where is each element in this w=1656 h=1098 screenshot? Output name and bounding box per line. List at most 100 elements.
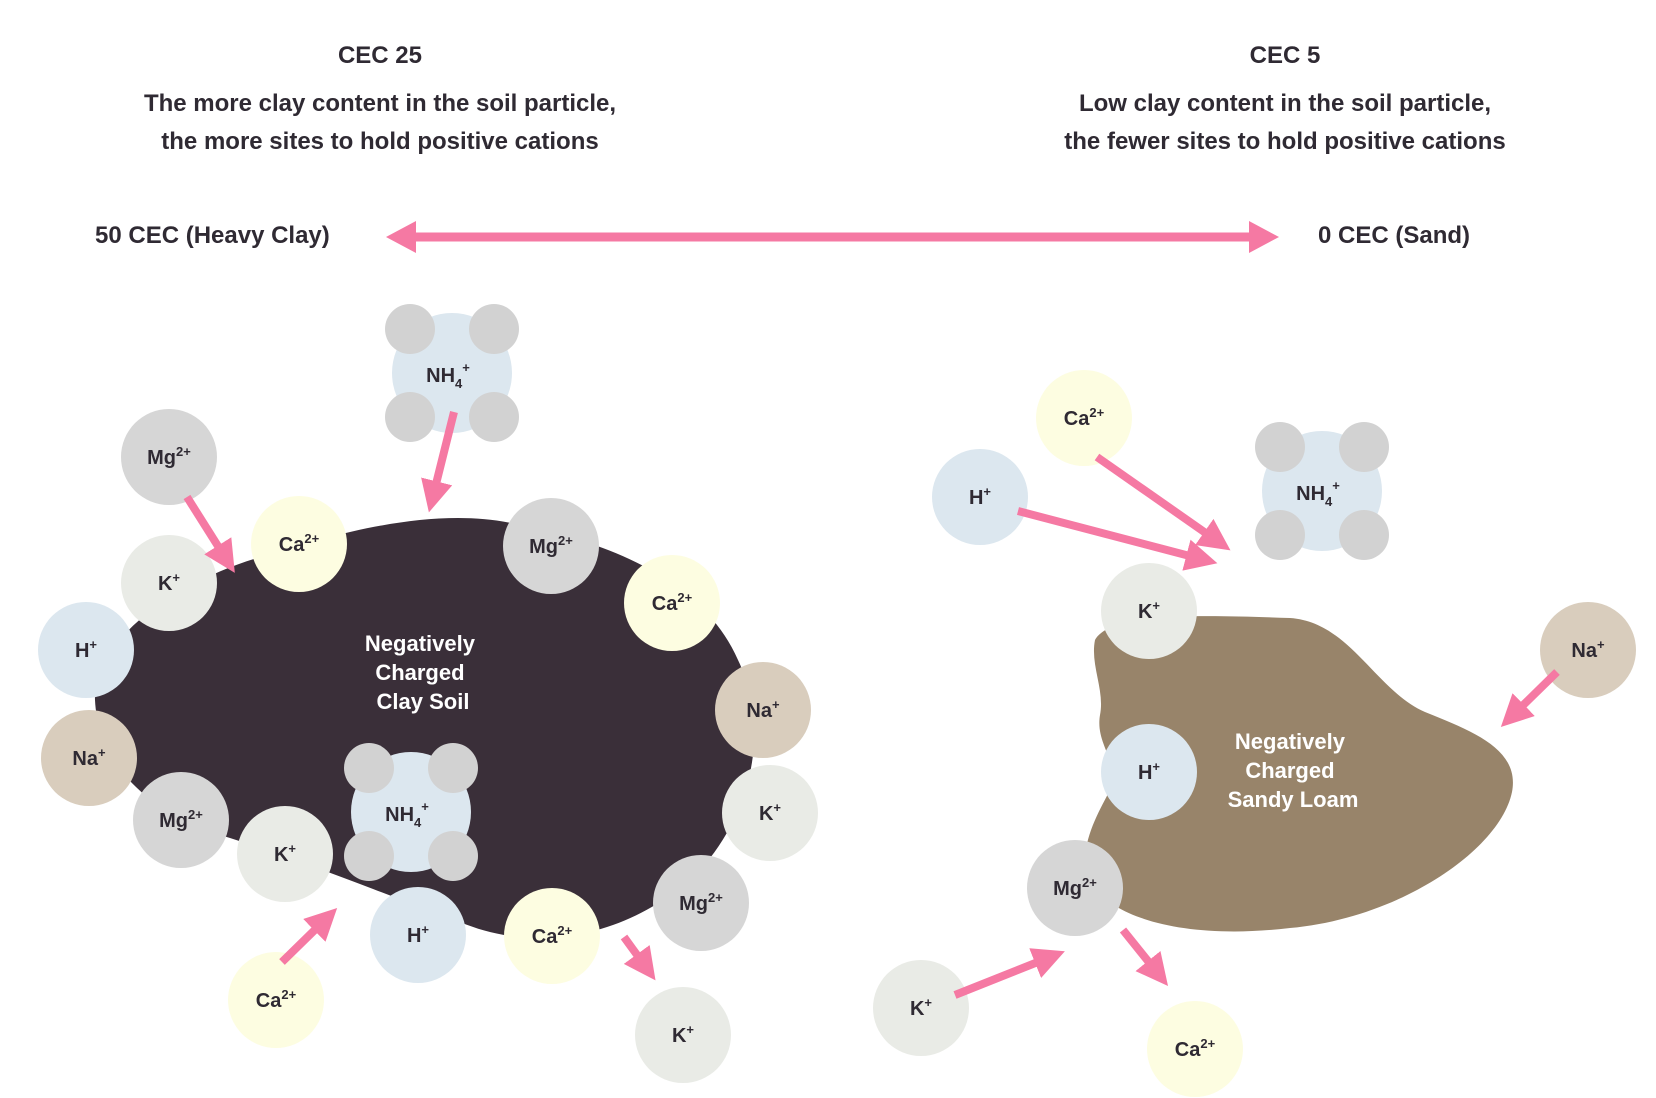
movement-arrow <box>1094 453 1231 551</box>
nh4-ion: NH4+ <box>385 304 519 442</box>
mg-ion-label: Mg2+ <box>529 533 573 558</box>
movement-arrow <box>1500 669 1560 727</box>
k-ion-circle <box>873 960 969 1056</box>
ca-ion: Ca2+ <box>1036 370 1132 466</box>
movement-arrow <box>279 908 338 965</box>
clay-description-line-1: The more clay content in the soil partic… <box>143 90 617 117</box>
ca-ion-circle <box>251 496 347 592</box>
hydrogen-atom-lobe <box>1255 422 1305 472</box>
movement-arrow <box>1016 507 1218 571</box>
k-ion: K+ <box>237 806 333 902</box>
movement-arrow <box>1119 927 1169 986</box>
na-ion-circle <box>715 662 811 758</box>
k-ion-circle <box>237 806 333 902</box>
k-ion-circle <box>1101 563 1197 659</box>
mg-ion-circle <box>133 772 229 868</box>
mg-ion: Mg2+ <box>1027 840 1123 936</box>
sandy-header: CEC 5 Low clay content in the soil parti… <box>985 42 1585 162</box>
k-ion-label: K+ <box>274 841 296 866</box>
h-ion-circle <box>932 449 1028 545</box>
ca-ion-circle <box>1036 370 1132 466</box>
h-ion-circle <box>370 887 466 983</box>
clay-description-line-2: the more sites to hold positive cations <box>161 128 599 155</box>
sandy-loam-label: Negatively Charged Sandy Loam <box>1228 729 1359 812</box>
mg-ion: Mg2+ <box>121 409 217 505</box>
movement-arrow <box>421 411 458 513</box>
ca-ion: Ca2+ <box>1147 1001 1243 1097</box>
h-ion-circle <box>38 602 134 698</box>
na-ion: Na+ <box>1540 602 1636 698</box>
k-ion: K+ <box>635 987 731 1083</box>
k-ion: K+ <box>722 765 818 861</box>
sandy-description-line-1: Low clay content in the soil particle, <box>1078 90 1492 117</box>
scale-left-label: 50 CEC (Heavy Clay) <box>95 222 330 249</box>
hydrogen-atom-lobe <box>344 831 394 881</box>
hydrogen-atom-lobe <box>428 831 478 881</box>
ions-layer: NH4+ Mg2+ Ca2+ Mg2+ K+ Ca2+ H+ Na+ Na+ Mg2+ K+ K+ NH… <box>38 304 1636 1097</box>
k-ion-label: K+ <box>158 570 180 595</box>
k-ion: K+ <box>1101 563 1197 659</box>
h-ion-label: H+ <box>969 484 991 509</box>
k-ion-label: K+ <box>910 995 932 1020</box>
k-ion-label: K+ <box>1138 598 1160 623</box>
ca-ion-circle <box>504 888 600 984</box>
h-ion: H+ <box>1101 724 1197 820</box>
movement-arrow <box>183 494 235 573</box>
na-ion-circle <box>41 710 137 806</box>
ca-ion-circle <box>624 555 720 651</box>
mg-ion: Mg2+ <box>653 855 749 951</box>
mg-ion-label: Mg2+ <box>147 444 191 469</box>
nh4-ion-label: NH4+ <box>385 799 429 830</box>
mg-ion-circle <box>503 498 599 594</box>
k-ion-circle <box>635 987 731 1083</box>
ca-ion-label: Ca2+ <box>652 590 693 615</box>
ca-ion: Ca2+ <box>251 496 347 592</box>
hydrogen-atom-lobe <box>385 304 435 354</box>
mg-ion-label: Mg2+ <box>159 807 203 832</box>
ca-ion-circle <box>228 952 324 1048</box>
na-ion-label: Na+ <box>1571 637 1605 662</box>
movement-arrow <box>953 948 1065 999</box>
clay-cec-title: CEC 25 <box>337 42 423 69</box>
nh4-ion: NH4+ <box>1255 422 1389 560</box>
ca-ion-label: Ca2+ <box>1064 405 1105 430</box>
sandy-cec-title: CEC 5 <box>1249 42 1321 69</box>
hydrogen-atom-lobe <box>1339 510 1389 560</box>
hydrogen-atom-lobe <box>1339 422 1389 472</box>
k-ion: K+ <box>121 535 217 631</box>
mg-ion: Mg2+ <box>133 772 229 868</box>
hydrogen-atom-lobe <box>428 743 478 793</box>
h-ion: H+ <box>932 449 1028 545</box>
ca-ion: Ca2+ <box>504 888 600 984</box>
ca-ion-label: Ca2+ <box>1175 1036 1216 1061</box>
hydrogen-atom-lobe <box>1255 510 1305 560</box>
nh4-ion-label: NH4+ <box>1296 478 1340 509</box>
na-ion-circle <box>1540 602 1636 698</box>
h-ion: H+ <box>370 887 466 983</box>
na-ion-label: Na+ <box>72 745 106 770</box>
ca-ion-label: Ca2+ <box>532 923 573 948</box>
mg-ion-circle <box>1027 840 1123 936</box>
clay-soil-label: Negatively Charged Clay Soil <box>365 631 481 714</box>
ca-ion-circle <box>1147 1001 1243 1097</box>
sandy-loam-particle <box>1085 616 1513 932</box>
k-ion-label: K+ <box>672 1022 694 1047</box>
nh4-ion-label: NH4+ <box>426 360 470 391</box>
k-ion-label: K+ <box>759 800 781 825</box>
h-ion: H+ <box>38 602 134 698</box>
nh4-ion: NH4+ <box>344 743 478 881</box>
sandy-description-line-2: the fewer sites to hold positive cations <box>1064 128 1506 155</box>
na-ion: Na+ <box>715 662 811 758</box>
mg-ion-circle <box>121 409 217 505</box>
movement-arrow <box>620 934 656 981</box>
ca-ion-label: Ca2+ <box>279 531 320 556</box>
h-ion-circle <box>1101 724 1197 820</box>
mg-ion-circle <box>653 855 749 951</box>
h-ion-label: H+ <box>75 637 97 662</box>
ca-ion: Ca2+ <box>624 555 720 651</box>
ca-ion: Ca2+ <box>228 952 324 1048</box>
k-ion: K+ <box>873 960 969 1056</box>
clay-header: CEC 25 The more clay content in the soil… <box>80 42 680 162</box>
hydrogen-atom-lobe <box>469 304 519 354</box>
